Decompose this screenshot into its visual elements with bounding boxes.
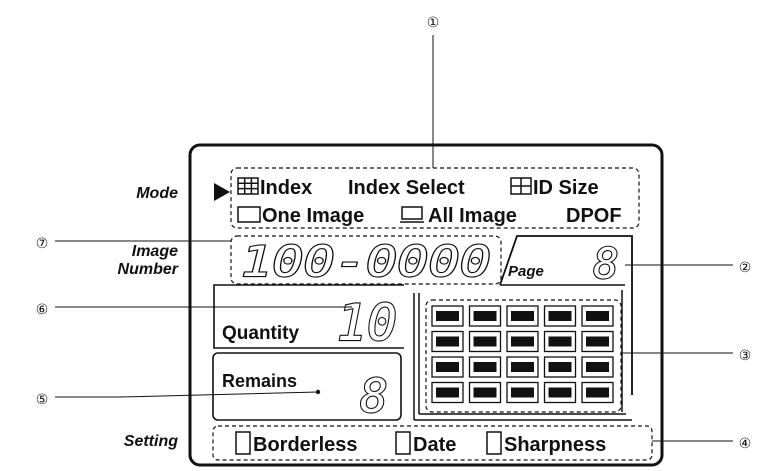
remains-value: 8 xyxy=(360,369,388,423)
page-area-border xyxy=(499,235,633,395)
callout-7: ⑦ xyxy=(36,236,49,252)
callout-1: ① xyxy=(427,15,440,31)
thumbnail-cell xyxy=(468,381,502,404)
thumbnail-cell-fill xyxy=(473,387,497,398)
setting-label: Setting xyxy=(124,433,178,450)
thumbnail-cell-fill xyxy=(436,311,459,321)
thumbnail-cell-fill xyxy=(436,362,459,372)
thumbnail-cell xyxy=(581,381,614,404)
thumbnail-cell xyxy=(543,305,577,327)
thumbnail-cell xyxy=(506,305,539,327)
one-image-icon xyxy=(237,206,261,223)
thumbnail-cell-fill xyxy=(473,311,497,321)
page-label: Page xyxy=(508,263,544,280)
quantity-value: 10 xyxy=(337,294,397,352)
thumbnail-cell xyxy=(506,381,539,404)
all-image-icon xyxy=(400,206,424,223)
thumbnail-cell xyxy=(431,330,464,353)
mode-index-select: Index Select xyxy=(348,177,465,199)
page-value: 8 xyxy=(593,239,618,288)
thumbnail-panel-frame xyxy=(413,290,632,421)
thumbnail-cell-fill xyxy=(436,336,459,347)
thumbnail-grid xyxy=(431,305,614,404)
mode-dpof: DPOF xyxy=(566,205,622,227)
mode-area xyxy=(230,167,640,229)
thumbnail-area xyxy=(425,299,622,413)
date-indicator-icon xyxy=(395,431,411,455)
thumbnail-cell xyxy=(468,330,502,353)
mode-all-image: All Image xyxy=(428,205,517,227)
callout-5: ⑤ xyxy=(36,392,49,408)
thumbnail-cell xyxy=(581,356,614,378)
image-number-label-line1: Image xyxy=(132,243,178,260)
image-number-area xyxy=(230,235,502,285)
thumbnail-cell xyxy=(543,356,577,378)
thumbnail-cell xyxy=(581,330,614,353)
callout-6: ⑥ xyxy=(36,302,49,318)
thumbnail-cell-fill xyxy=(586,311,609,321)
thumbnail-cell-fill xyxy=(548,362,572,372)
callout-4: ④ xyxy=(739,436,752,452)
thumbnail-cell-fill xyxy=(436,387,459,398)
thumbnail-cell-fill xyxy=(548,336,572,347)
image-number-display: 100-0000 xyxy=(241,237,491,286)
thumbnail-cell xyxy=(506,356,539,378)
mode-pointer-icon xyxy=(214,183,230,201)
mode-index: Index xyxy=(260,177,312,199)
thumbnail-cell-fill xyxy=(473,336,497,347)
thumbnail-cell xyxy=(468,356,502,378)
thumbnail-cell xyxy=(431,381,464,404)
thumbnail-cell-fill xyxy=(473,362,497,372)
callout-2: ② xyxy=(739,260,752,276)
thumbnail-cell-fill xyxy=(511,362,534,372)
thumbnail-cell xyxy=(506,330,539,353)
image-number-label-line2: Number xyxy=(118,261,179,278)
remains-label: Remains xyxy=(222,371,297,391)
callout-3: ③ xyxy=(739,348,752,364)
quantity-box xyxy=(213,284,404,349)
thumbnail-cell-fill xyxy=(511,387,534,398)
mode-one-image: One Image xyxy=(262,205,364,227)
thumbnail-cell-fill xyxy=(511,311,534,321)
sharpness-indicator-icon xyxy=(486,431,502,455)
thumbnail-cell xyxy=(543,381,577,404)
thumbnail-cell xyxy=(431,356,464,378)
thumbnail-cell-fill xyxy=(586,336,609,347)
mode-label: Mode xyxy=(136,185,178,202)
index-grid-icon xyxy=(237,177,259,195)
thumbnail-cell xyxy=(581,305,614,327)
mode-id-size: ID Size xyxy=(533,177,599,199)
thumbnail-cell-fill xyxy=(586,387,609,398)
thumbnail-cell xyxy=(543,330,577,353)
settings-area xyxy=(212,425,653,461)
remains-box xyxy=(212,352,402,421)
setting-sharpness: Sharpness xyxy=(504,434,606,456)
thumbnail-cell-fill xyxy=(586,362,609,372)
thumbnail-cell-fill xyxy=(548,387,572,398)
callout-lines xyxy=(55,35,733,442)
setting-date: Date xyxy=(413,434,456,456)
id-size-grid-icon xyxy=(510,177,532,195)
thumbnail-cell-fill xyxy=(511,336,534,347)
borderless-indicator-icon xyxy=(235,431,251,455)
thumbnail-cell xyxy=(431,305,464,327)
setting-borderless: Borderless xyxy=(253,434,358,456)
thumbnail-cell-fill xyxy=(548,311,572,321)
quantity-label: Quantity xyxy=(222,323,299,344)
thumbnail-cell xyxy=(468,305,502,327)
lcd-panel-frame xyxy=(188,143,664,467)
